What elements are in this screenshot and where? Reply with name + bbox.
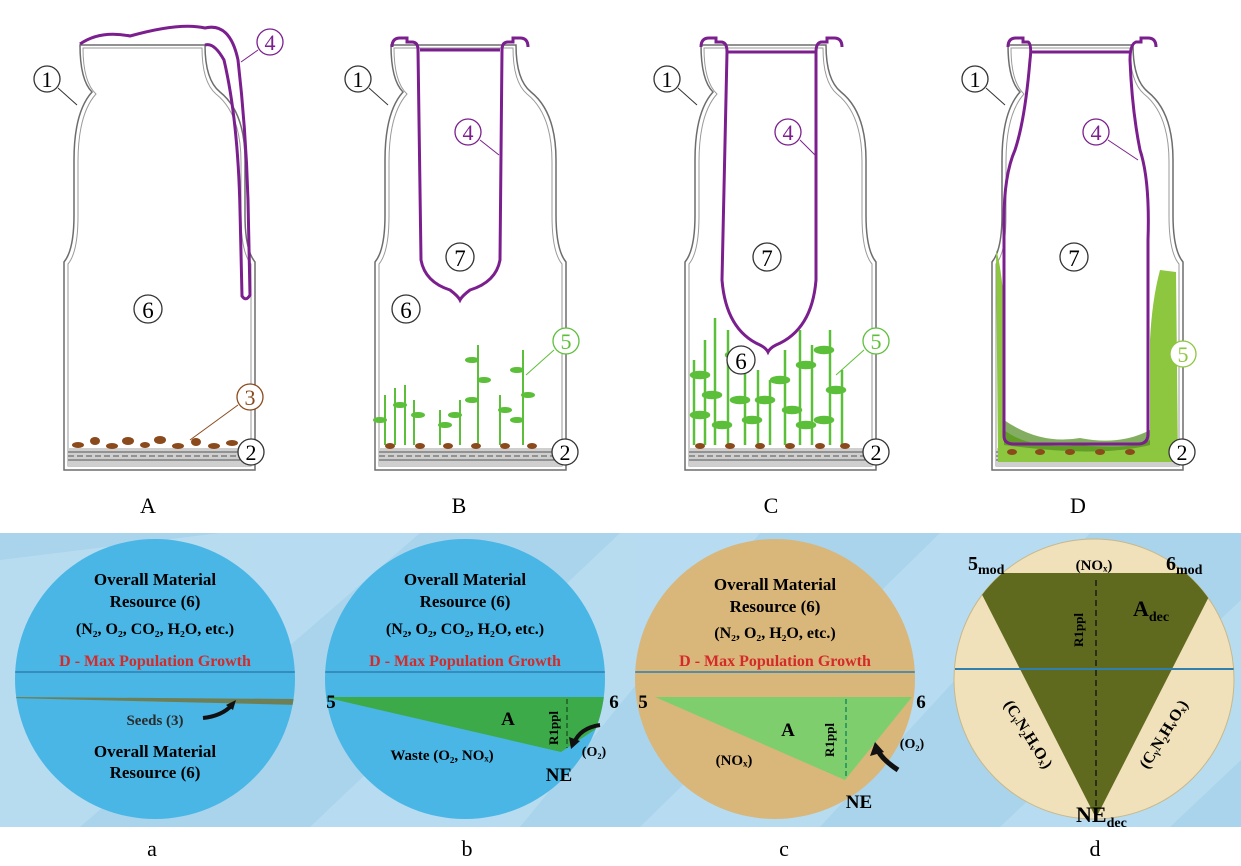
- c-left-label: 5: [638, 692, 648, 713]
- plants-C: [689, 318, 847, 445]
- label-2-D: 2: [1177, 440, 1188, 465]
- panel-letter-b: b: [462, 836, 473, 861]
- d-rippl: R1ppl: [1071, 613, 1086, 647]
- b-waste: Waste (O₂, NOₓ): [390, 748, 493, 764]
- label-1-D: 1: [970, 67, 981, 92]
- a-title-2: Resource (6): [110, 592, 201, 611]
- label-4-D: 4: [1091, 120, 1102, 145]
- a-seeds: Seeds (3): [126, 713, 183, 729]
- panel-letter-a: a: [147, 836, 157, 861]
- label-6-B: 6: [400, 298, 412, 323]
- circle-c: Overall Material Resource (6) (N₂, O₂, H…: [635, 539, 926, 861]
- b-left-label: 5: [326, 692, 336, 713]
- label-7-C: 7: [761, 246, 773, 271]
- d-ne: NEdec: [1076, 802, 1127, 831]
- seeds-C: [695, 443, 850, 449]
- label-4-B: 4: [463, 120, 474, 145]
- bag-D: [1002, 36, 1158, 446]
- panel-C: 6 7 1 4 5 2 C: [653, 36, 890, 518]
- seeds-B: [385, 443, 537, 449]
- c-title-1: Overall Material: [714, 575, 837, 594]
- label-5-D: 5: [1178, 342, 1189, 367]
- panel-letter-D: D: [1070, 493, 1086, 518]
- label-2-C: 2: [871, 440, 882, 465]
- label-1-A: 1: [42, 67, 53, 92]
- bag-B: [390, 36, 530, 304]
- label-5-B: 5: [561, 329, 572, 354]
- a-limit: D - Max Population Growth: [59, 653, 251, 670]
- panel-letter-A: A: [140, 493, 156, 518]
- label-1-C: 1: [662, 67, 673, 92]
- seeds-A: [72, 436, 238, 449]
- label-1-B: 1: [353, 67, 364, 92]
- label-5-C: 5: [871, 329, 882, 354]
- label-4-C: 4: [783, 120, 794, 145]
- c-area: A: [781, 720, 795, 741]
- b-o2: (O₂): [582, 745, 607, 760]
- panel-A: 6 1 4 3 2 A: [33, 24, 284, 518]
- bag-A: [79, 24, 252, 301]
- circle-b: Overall Material Resource (6) (N₂, O₂, C…: [325, 539, 619, 861]
- b-area: A: [501, 709, 515, 730]
- b-title-1: Overall Material: [404, 570, 527, 589]
- c-right-label: 6: [916, 692, 926, 713]
- label-3-A: 3: [245, 385, 256, 410]
- label-7-B: 7: [454, 246, 466, 271]
- c-ne: NE: [846, 792, 872, 813]
- panel-letter-c: c: [779, 836, 789, 861]
- c-title-3: (N₂, O₂, H₂O, etc.): [714, 625, 835, 642]
- b-ne: NE: [546, 765, 572, 786]
- d-right-label: 6mod: [1166, 553, 1203, 578]
- c-title-2: Resource (6): [730, 597, 821, 616]
- c-rippl: R1ppl: [822, 723, 837, 757]
- circle-a: Overall Material Resource (6) (N₂, O₂, C…: [15, 539, 295, 861]
- circle-d: 5mod 6mod (NOₓ) Adec R1ppl (CᵧN₂HᵥOₓ) (C…: [953, 538, 1235, 861]
- panel-B: 6 7 1 4 5 2 B: [344, 36, 580, 518]
- label-6-A: 6: [142, 298, 154, 323]
- a-title-1: Overall Material: [94, 570, 217, 589]
- panel-D: 7 1 4 5 2 D: [961, 36, 1197, 518]
- label-4-A: 4: [265, 30, 276, 55]
- seeds-D: [1007, 449, 1135, 455]
- plant-mass-D: [996, 250, 1178, 462]
- b-rippl: R1ppl: [546, 711, 561, 745]
- panel-letter-d: d: [1090, 836, 1101, 861]
- bag-C: [699, 36, 844, 356]
- b-title-2: Resource (6): [420, 592, 511, 611]
- c-limit: D - Max Population Growth: [679, 653, 871, 670]
- b-title-3: (N₂, O₂, CO₂, H₂O, etc.): [386, 621, 544, 638]
- c-nox: (NOₓ): [716, 753, 753, 769]
- b-limit: D - Max Population Growth: [369, 653, 561, 670]
- c-o2: (O₂): [900, 737, 925, 752]
- bottle-A: [63, 44, 256, 471]
- label-2-B: 2: [560, 440, 571, 465]
- a-bottom-2: Resource (6): [110, 763, 201, 782]
- d-left-label: 5mod: [968, 553, 1005, 578]
- panel-letter-C: C: [764, 493, 779, 518]
- b-right-label: 6: [609, 692, 619, 713]
- a-bottom-1: Overall Material: [94, 742, 217, 761]
- d-nox: (NOₓ): [1076, 558, 1113, 574]
- label-6-C: 6: [735, 349, 747, 374]
- panel-letter-B: B: [452, 493, 467, 518]
- d-area: Adec: [1133, 596, 1169, 625]
- plants-B: [373, 345, 535, 445]
- label-7-D: 7: [1068, 246, 1080, 271]
- a-title-3: (N₂, O₂, CO₂, H₂O, etc.): [76, 621, 234, 638]
- label-2-A: 2: [246, 440, 257, 465]
